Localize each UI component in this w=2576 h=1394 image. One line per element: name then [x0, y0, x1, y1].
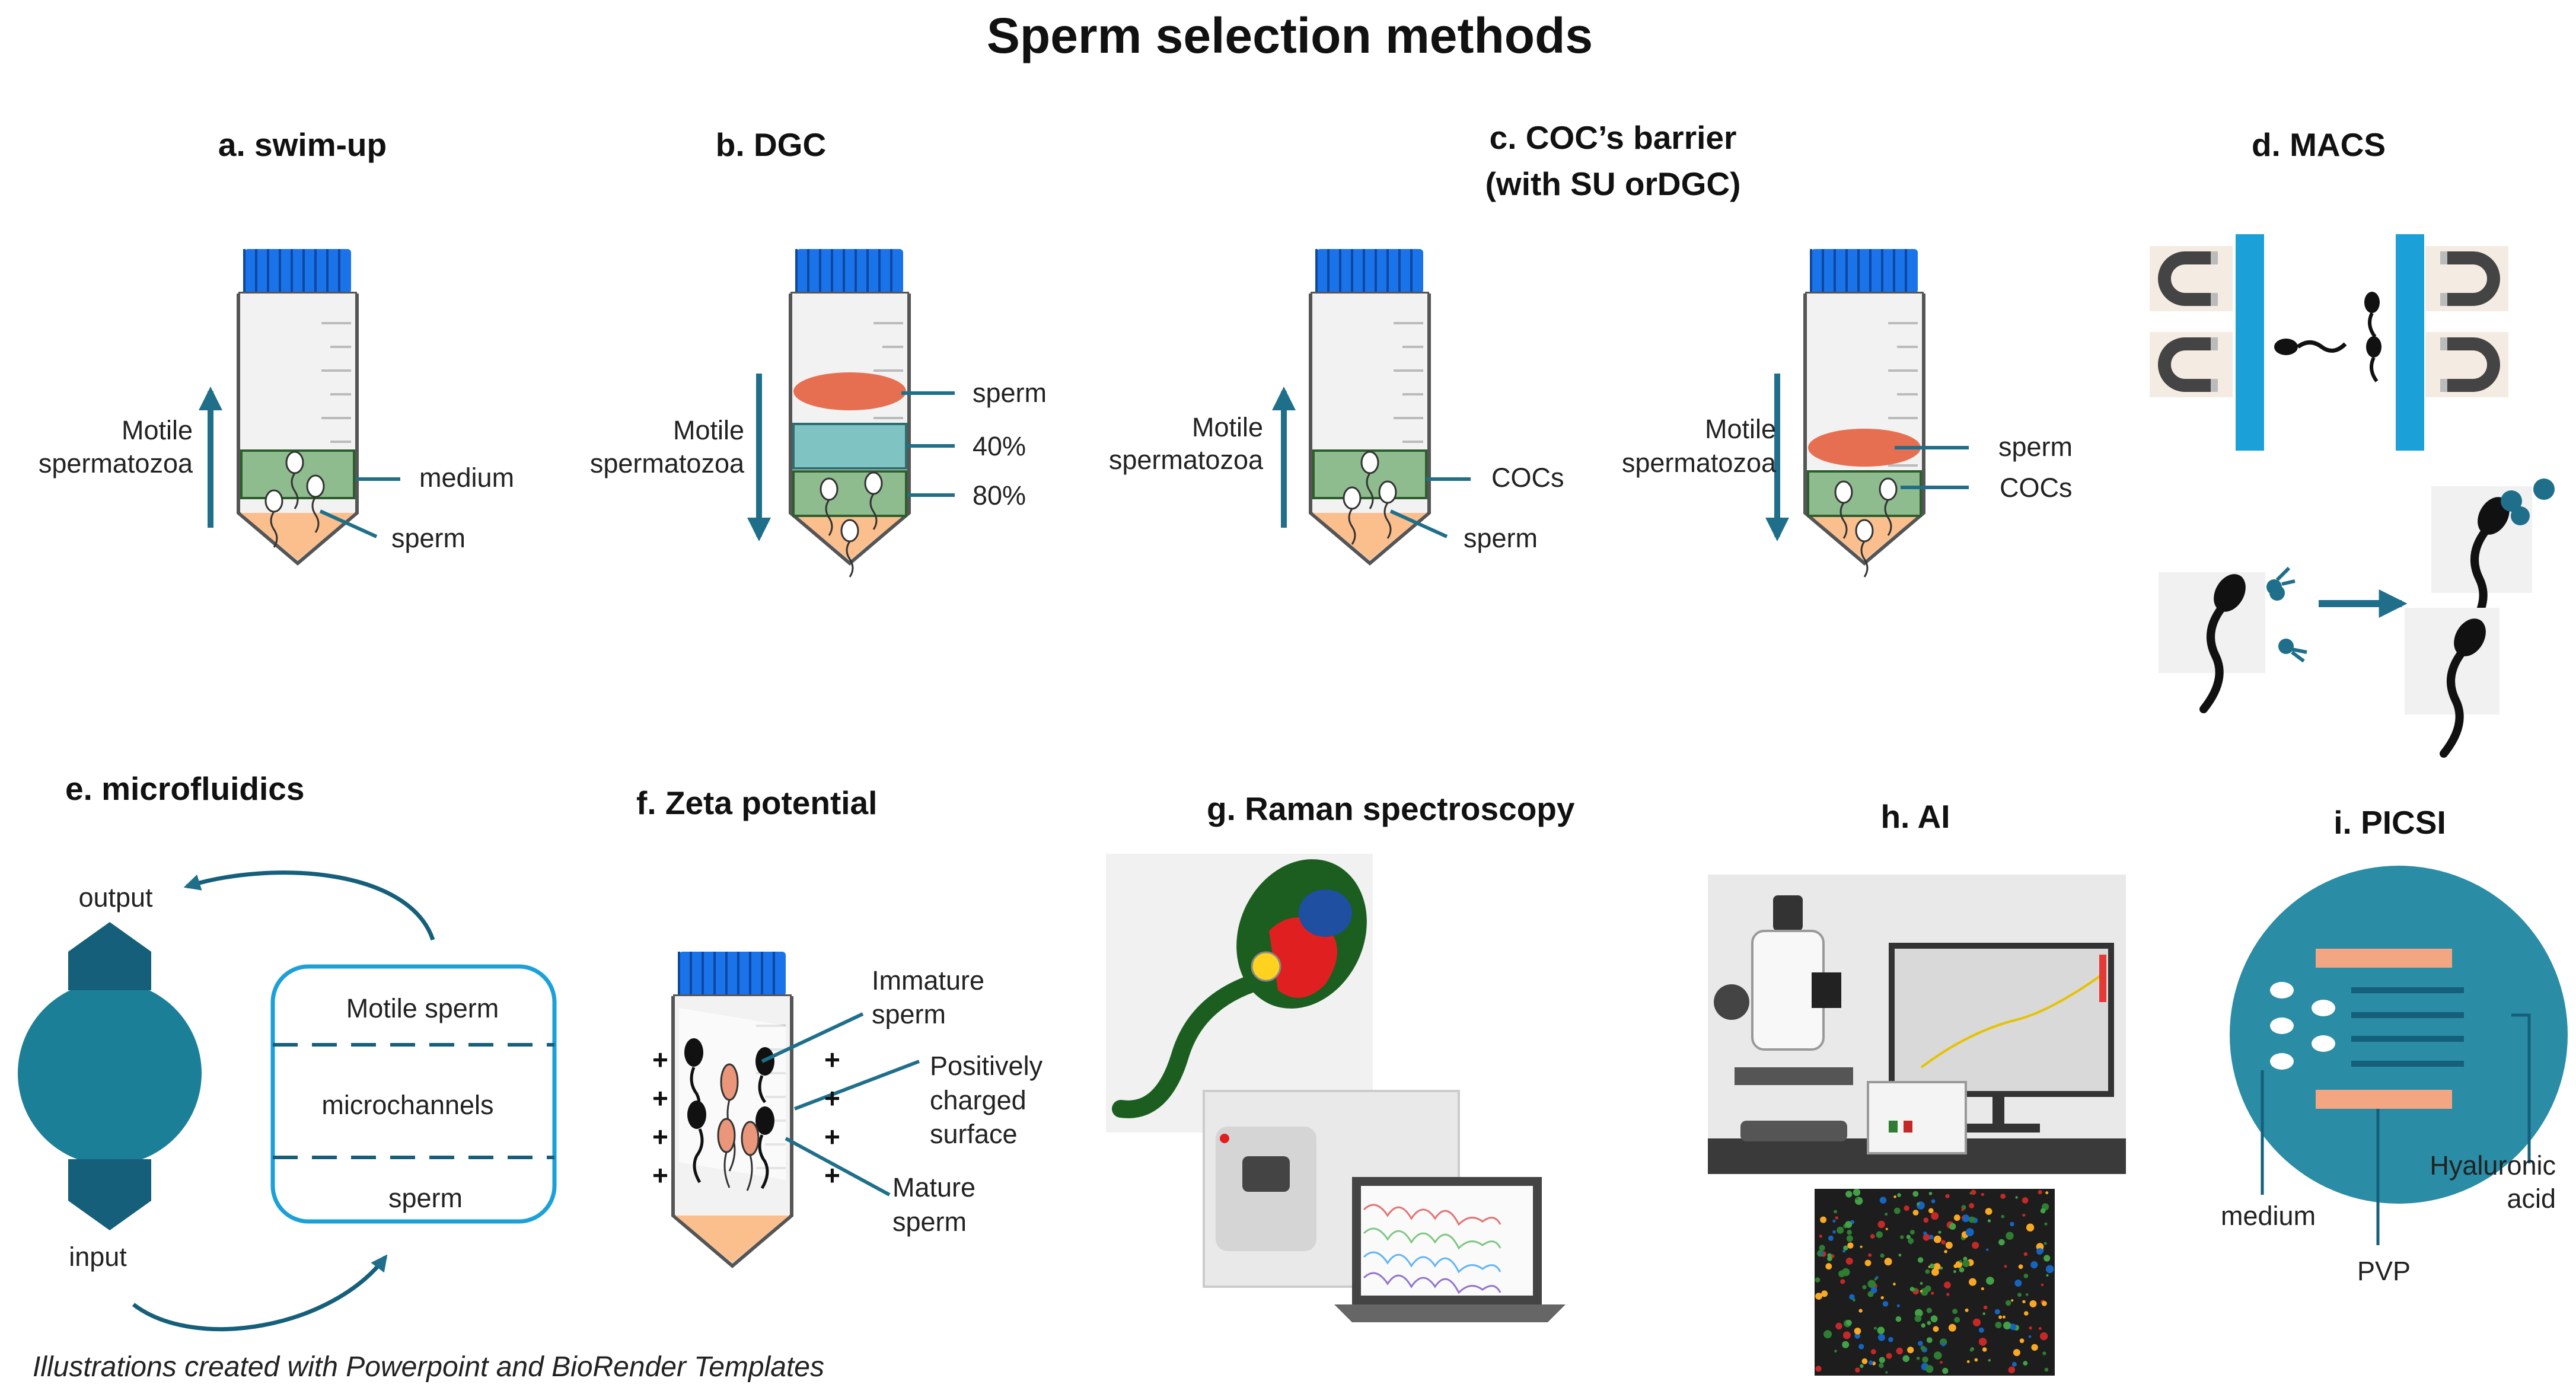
panel-i-hyaluronic-1: Hyaluronic — [2430, 1150, 2556, 1181]
panel-c-title-2: (with SU orDGC) — [1485, 165, 1741, 202]
panel-f-mature-2: sperm — [892, 1207, 967, 1237]
panel-a-medium-label: medium — [419, 462, 515, 493]
tube-coc-left — [1311, 249, 1429, 563]
macs-illustration — [2150, 234, 2555, 754]
plus-sign-right-4: + — [824, 1160, 840, 1191]
plus-sign-left-1: + — [652, 1044, 668, 1075]
panel-i-hyaluronic-2: acid — [2507, 1184, 2556, 1214]
panel-e-title: e. microfluidics — [65, 770, 305, 807]
panel-f-immature-1: Immature — [872, 965, 985, 996]
panel-e-sperm-label: sperm — [388, 1183, 463, 1213]
panel-e-microchannels-label: microchannels — [321, 1090, 494, 1120]
plus-sign-right-2: + — [824, 1083, 840, 1114]
panel-f-mature-1: Mature — [892, 1172, 976, 1202]
panel-e-output-label: output — [78, 882, 153, 913]
plus-sign-left-4: + — [652, 1160, 668, 1191]
tube-coc-right — [1805, 249, 1924, 578]
panel-f-positively-3: surface — [930, 1119, 1018, 1149]
plus-sign-right-3: + — [824, 1121, 840, 1152]
panel-b-side-label-2: spermatozoa — [589, 448, 744, 479]
ai-illustration — [1708, 875, 2126, 1376]
panel-c-left-sperm-label: sperm — [1464, 523, 1538, 553]
plus-sign-left-3: + — [652, 1121, 668, 1152]
panel-f-positively-2: charged — [930, 1085, 1026, 1115]
panel-f-immature-2: sperm — [872, 999, 946, 1029]
panel-e-input-label: input — [69, 1242, 127, 1272]
panel-c-right-side-label-1: Motile — [1704, 414, 1776, 444]
panel-c-left-side-label-2: spermatozoa — [1108, 445, 1263, 475]
footer-note: Illustrations created with Powerpoint an… — [33, 1351, 824, 1383]
panel-c-right-cocs-label: COCs — [2000, 473, 2073, 503]
plus-sign-right-1: + — [824, 1044, 840, 1075]
panel-h-title: h. AI — [1880, 798, 1950, 835]
panel-f-title: f. Zeta potential — [636, 784, 878, 821]
panel-c-right-sperm-label: sperm — [1998, 432, 2073, 462]
panel-i-pvp-label: PVP — [2357, 1256, 2411, 1286]
tube-swim-up — [238, 249, 357, 563]
panel-c-left-cocs-label: COCs — [1491, 462, 1564, 493]
plus-sign-left-2: + — [652, 1083, 668, 1114]
panel-a-sperm-label: sperm — [391, 523, 466, 553]
panel-f-positively-1: Positively — [930, 1051, 1043, 1081]
panel-b-40-label: 40% — [973, 431, 1026, 461]
main-title: Sperm selection methods — [986, 8, 1593, 63]
panel-b-sperm-label: sperm — [973, 378, 1047, 408]
panel-c-left-side-label-1: Motile — [1191, 412, 1263, 442]
panel-i-title: i. PICSI — [2333, 804, 2446, 841]
picsi-illustration — [2230, 866, 2568, 1245]
panel-c-title-1: c. COC’s barrier — [1489, 119, 1737, 156]
panel-d-title: d. MACS — [2251, 126, 2386, 163]
panel-a-title: a. swim-up — [218, 126, 387, 163]
panel-b-title: b. DGC — [715, 126, 827, 163]
panel-c-right-side-label-2: spermatozoa — [1621, 448, 1776, 478]
panel-b-80-label: 80% — [973, 480, 1026, 511]
panel-b-side-label-1: Motile — [672, 415, 744, 445]
panel-a-side-label-1: Motile — [121, 415, 193, 445]
raman-illustration — [1106, 854, 1566, 1322]
panel-g-title: g. Raman spectroscopy — [1207, 790, 1575, 827]
microfluidics-illustration — [18, 870, 557, 1332]
tube-dgc — [790, 249, 909, 578]
tube-zeta — [673, 952, 792, 1266]
panel-e-motile-sperm-label: Motile sperm — [346, 993, 499, 1023]
panel-i-medium-label: medium — [2221, 1201, 2316, 1231]
panel-a-side-label-2: spermatozoa — [38, 448, 193, 479]
